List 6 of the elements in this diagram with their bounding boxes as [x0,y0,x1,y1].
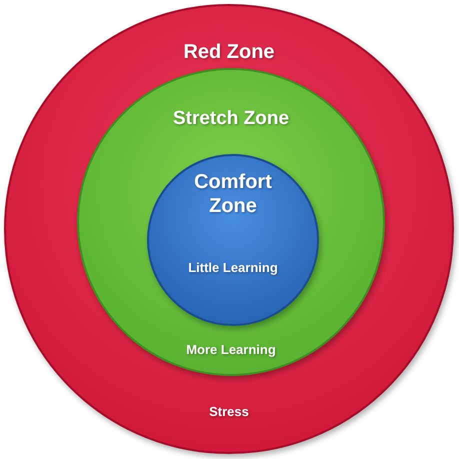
zone-title: Comfort Zone [193,170,273,218]
zone-caption: Little Learning [188,260,278,276]
zone-caption: More Learning [185,342,277,358]
zone-title: Red Zone [182,40,276,64]
zone-caption: Stress [208,404,250,420]
zone-title: Stretch Zone [172,108,290,131]
